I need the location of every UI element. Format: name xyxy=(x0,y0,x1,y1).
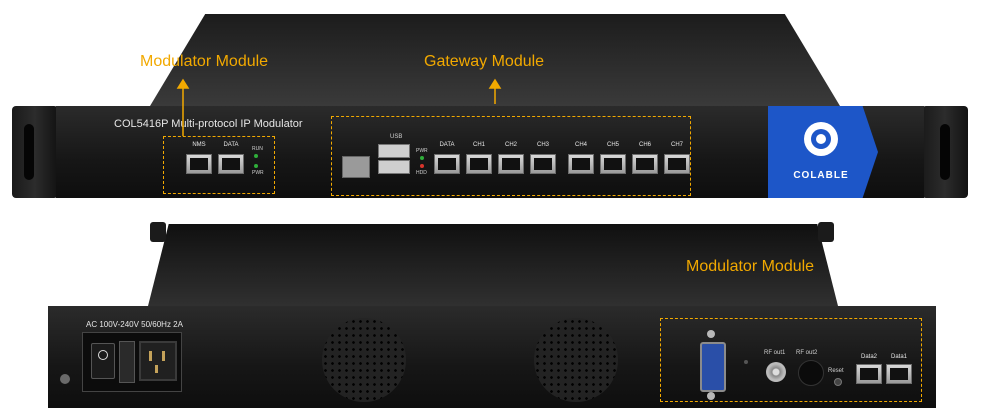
data1-label: Data1 xyxy=(890,354,907,360)
vga-screw-bottom xyxy=(707,392,715,400)
front-model-text: COL5416P Multi-protocol IP Modulator xyxy=(114,118,303,130)
front-modulator-highlight xyxy=(163,136,275,194)
reset-button[interactable] xyxy=(834,378,842,386)
brand-name: COLABLE xyxy=(793,170,849,181)
gateway-port-label-ch5: CH5 xyxy=(606,142,619,148)
right-fan-grill xyxy=(534,318,618,402)
brand-badge: COLABLE xyxy=(768,106,878,198)
vga-port[interactable] xyxy=(700,342,726,392)
front-port-label-nms: NMS xyxy=(192,142,206,148)
gateway-pwr-led xyxy=(420,156,424,160)
gateway-port-label-ch6: CH6 xyxy=(638,142,651,148)
vga-screw-top xyxy=(707,330,715,338)
run-led xyxy=(254,154,258,158)
reset-label: Reset xyxy=(828,368,844,374)
left-fan-grill xyxy=(322,318,406,402)
gateway-ethernet-port-ch1[interactable] xyxy=(466,154,492,174)
data2-label: Data2 xyxy=(860,354,877,360)
power-inlet xyxy=(82,332,182,392)
gateway-ethernet-port-data[interactable] xyxy=(434,154,460,174)
rear-top-cover xyxy=(148,224,838,306)
gateway-port-label-ch1: CH1 xyxy=(472,142,485,148)
gateway-pwr-label: PWR xyxy=(416,148,428,154)
nms-ethernet-port[interactable] xyxy=(186,154,212,174)
gateway-ethernet-port-ch4[interactable] xyxy=(568,154,594,174)
pwr-led-label: PWR xyxy=(252,170,264,176)
gateway-console-port[interactable] xyxy=(342,156,370,178)
rf-out1-label: RF out1 xyxy=(764,350,786,356)
data1-ethernet-port[interactable] xyxy=(886,364,912,384)
usb-port-bottom[interactable] xyxy=(378,160,410,174)
rear-panel: AC 100V-240V 50/60Hz 2A RF out1 RF out2 … xyxy=(48,306,936,408)
usb-label: USB xyxy=(390,134,403,140)
gateway-port-label-ch7: CH7 xyxy=(670,142,683,148)
data-ethernet-port[interactable] xyxy=(218,154,244,174)
front-right-rack-ear xyxy=(922,106,968,198)
gateway-ethernet-port-ch7[interactable] xyxy=(664,154,690,174)
gateway-ethernet-port-ch6[interactable] xyxy=(632,154,658,174)
power-switch[interactable] xyxy=(91,343,115,379)
pwr-led xyxy=(254,164,258,168)
rf-out2-connector[interactable] xyxy=(798,360,824,386)
gateway-port-label-ch4: CH4 xyxy=(574,142,587,148)
rear-right-tab xyxy=(818,222,834,242)
power-rating-text: AC 100V-240V 50/60Hz 2A xyxy=(86,320,183,329)
front-left-rack-ear xyxy=(12,106,58,198)
gateway-port-label-data: DATA xyxy=(439,142,455,148)
gateway-port-label-ch3: CH3 xyxy=(536,142,549,148)
rf-out2-label: RF out2 xyxy=(796,350,818,356)
rear-modulator-annotation: Modulator Module xyxy=(686,258,815,275)
rear-modulator-highlight xyxy=(660,318,922,402)
data2-ethernet-port[interactable] xyxy=(856,364,882,384)
front-port-label-data: DATA xyxy=(223,142,239,148)
front-gateway-highlight xyxy=(331,116,691,196)
usb-port-top[interactable] xyxy=(378,144,410,158)
rf-out1-connector[interactable] xyxy=(766,362,786,382)
ground-screw xyxy=(60,374,70,384)
gateway-ethernet-port-ch2[interactable] xyxy=(498,154,524,174)
fuse-holder xyxy=(119,341,135,383)
front-gateway-annotation: Gateway Module xyxy=(424,53,545,70)
gateway-ethernet-port-ch5[interactable] xyxy=(600,154,626,174)
gateway-hdd-label: HDD xyxy=(416,170,427,176)
rear-left-tab xyxy=(150,222,166,242)
iec-power-socket[interactable] xyxy=(139,341,177,381)
gateway-port-label-ch2: CH2 xyxy=(504,142,517,148)
front-panel: COL5416P Multi-protocol IP Modulator NMS… xyxy=(56,106,924,198)
gateway-hdd-led xyxy=(420,164,424,168)
indicator-hole xyxy=(744,360,748,364)
front-modulator-annotation: Modulator Module xyxy=(140,53,269,70)
brand-logo-icon xyxy=(804,122,838,156)
run-led-label: RUN xyxy=(252,146,263,152)
gateway-ethernet-port-ch3[interactable] xyxy=(530,154,556,174)
